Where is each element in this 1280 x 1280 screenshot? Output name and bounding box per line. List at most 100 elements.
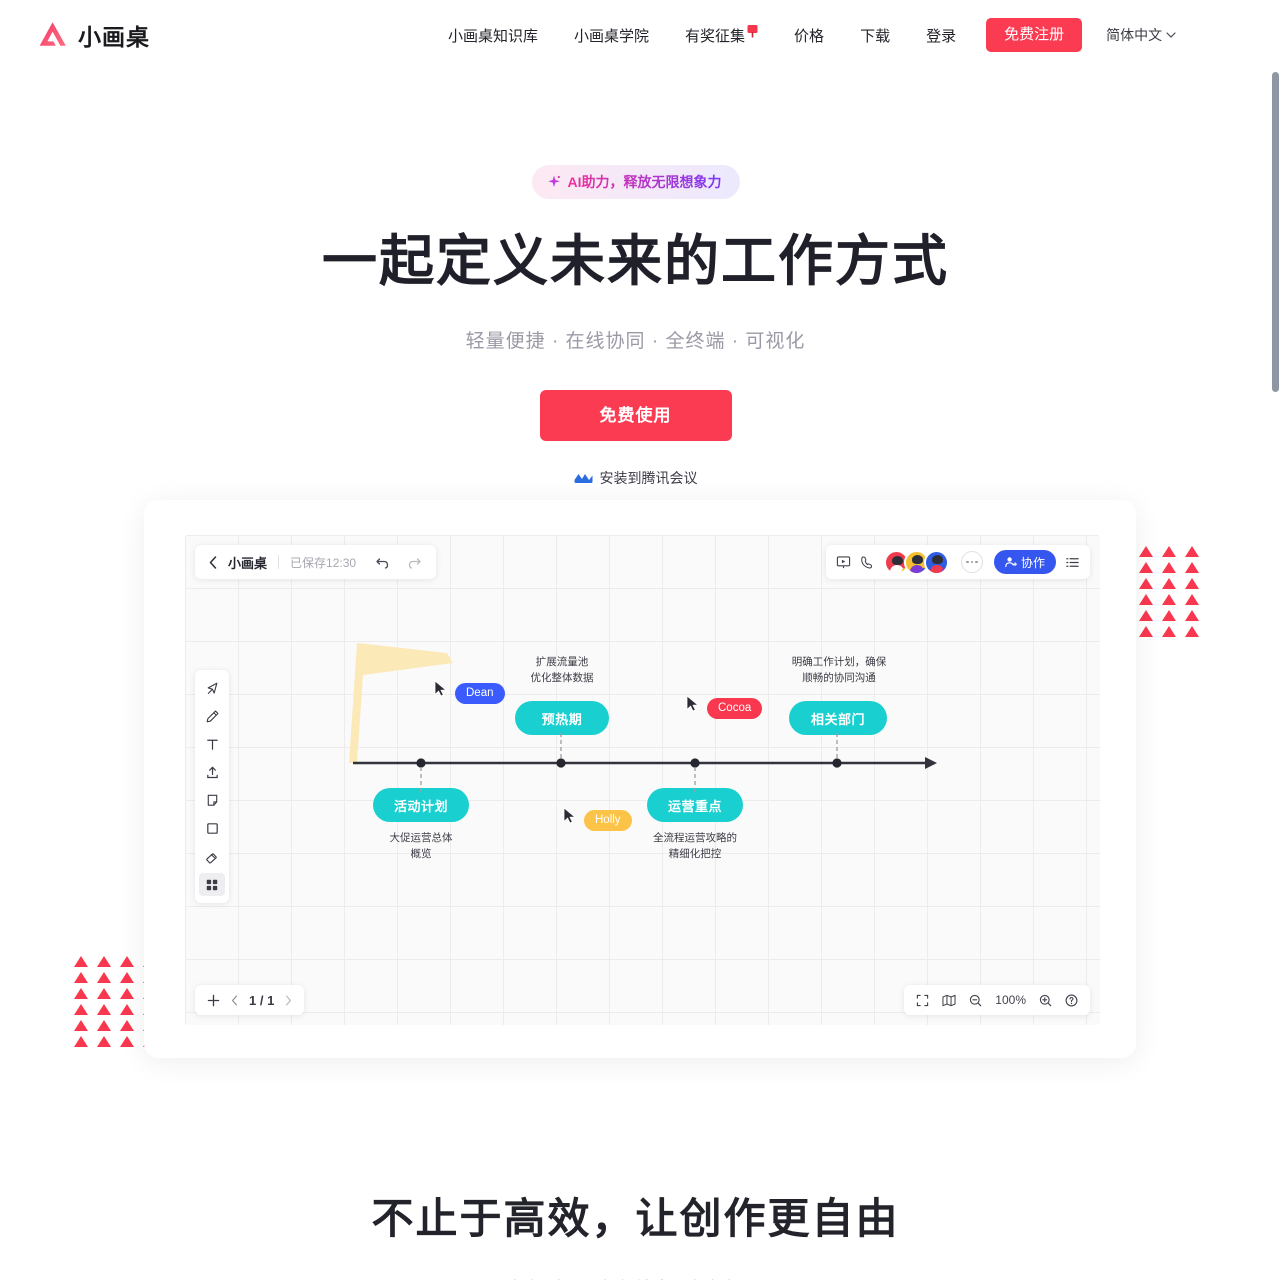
scrollbar-thumb[interactable] [1272, 72, 1279, 392]
milestone-pill[interactable]: 相关部门 [789, 701, 887, 735]
cursor-arrow-icon [207, 682, 217, 694]
collaborate-button[interactable]: 协作 [993, 550, 1056, 574]
register-button[interactable]: 免费注册 [986, 18, 1083, 52]
scrollbar-track[interactable] [1271, 0, 1280, 1280]
canvas-grid [185, 535, 1100, 1025]
ai-badge[interactable]: AI助力，释放无限想象力 [531, 165, 740, 199]
whiteboard-toolbar [195, 670, 229, 903]
cursor-arrow-icon [434, 680, 447, 697]
nav-item-label: 下载 [860, 27, 891, 45]
chevron-left-icon[interactable] [231, 995, 238, 1006]
whiteboard-preview-card: 活动计划 预热期 运营重点 相关部门 大促运营总体 概览 扩展流量池 优化整体数… [144, 500, 1136, 1058]
nav-item-label: 有奖征集 [685, 27, 746, 45]
present-screen-icon[interactable] [836, 555, 851, 570]
whiteboard-topbar: 小画桌 已保存12:30 [195, 545, 437, 579]
tencent-meeting-label: 安装到腾讯会议 [599, 469, 698, 486]
nav-item-login[interactable]: 登录 [908, 25, 974, 46]
eraser-tool[interactable] [199, 845, 225, 868]
templates-tool[interactable] [199, 873, 225, 896]
tencent-meeting-icon [574, 474, 592, 484]
nav-item-label: 小画桌知识库 [448, 27, 539, 45]
logo[interactable]: 小画桌 [36, 18, 150, 52]
hero-cta-button[interactable]: 免费使用 [539, 389, 732, 441]
chevron-left-icon[interactable] [209, 555, 217, 569]
text-t-icon [206, 739, 218, 750]
collaborator-cursor-label: Holly [584, 810, 632, 831]
milestone-pill[interactable]: 预热期 [515, 701, 609, 735]
text-tool[interactable] [199, 733, 225, 756]
collaborate-label: 协作 [1020, 555, 1045, 570]
hero-title: 一起定义未来的工作方式 [321, 230, 949, 292]
collaborator-avatars [883, 549, 949, 575]
milestone-note: 全流程运营攻略的 精细化把控 [653, 832, 737, 860]
logo-text: 小画桌 [78, 24, 150, 50]
ai-badge-label: AI助力，释放无限想象力 [567, 174, 722, 190]
tencent-meeting-link[interactable]: 安装到腾讯会议 [574, 468, 698, 488]
grid-apps-icon [206, 879, 218, 890]
sticky-note-tool[interactable] [199, 789, 225, 812]
help-circle-icon[interactable] [1065, 994, 1078, 1007]
nav-item-contest[interactable]: 有奖征集 [667, 24, 776, 46]
sticky-note-icon [207, 794, 217, 806]
main-nav: 小画桌知识库 小画桌学院 有奖征集 价格 下载 登录 免费注册 简体中文 [430, 0, 1176, 70]
language-label: 简体中文 [1106, 27, 1163, 43]
saved-status: 已保存12:30 [290, 555, 357, 570]
hero-subtitle: 轻量便捷 · 在线协同 · 全终端 · 可视化 [465, 330, 806, 352]
chevron-right-icon[interactable] [285, 995, 292, 1006]
milestone-note: 大促运营总体 概览 [389, 832, 453, 860]
page-counter: 1 / 1 [249, 992, 275, 1008]
fullscreen-icon[interactable] [916, 994, 929, 1007]
milestone-pill[interactable]: 活动计划 [373, 788, 469, 822]
timeline-diagram [349, 643, 937, 793]
nav-item-knowledge[interactable]: 小画桌知识库 [430, 25, 556, 46]
nav-item-label: 价格 [794, 27, 825, 45]
decorative-triangles-right [1139, 546, 1208, 642]
whiteboard-file-name[interactable]: 小画桌 [228, 555, 268, 571]
chevron-down-icon [1166, 32, 1176, 38]
hero-section: AI助力，释放无限想象力 一起定义未来的工作方式 轻量便捷 · 在线协同 · 全… [0, 70, 1271, 489]
nav-item-academy[interactable]: 小画桌学院 [556, 25, 667, 46]
avatar[interactable] [923, 549, 949, 575]
triangle-a-logo-icon [39, 22, 66, 46]
divider [278, 555, 280, 569]
sparkle-icon [547, 175, 560, 188]
zoom-level[interactable]: 100% [995, 993, 1026, 1007]
pen-icon [206, 710, 218, 723]
zoom-out-icon[interactable] [969, 994, 982, 1007]
page-navigator: 1 / 1 [195, 985, 305, 1015]
more-dots-icon[interactable] [960, 551, 983, 573]
zoom-in-icon[interactable] [1039, 994, 1052, 1007]
zoom-controls: 100% [904, 985, 1090, 1015]
undo-icon[interactable] [375, 555, 390, 570]
pen-tool[interactable] [199, 705, 225, 728]
avatar[interactable] [903, 549, 929, 575]
site-header: 小画桌 小画桌知识库 小画桌学院 有奖征集 价格 下载 登录 免费注册 简体中文 [0, 0, 1271, 70]
red-flag-badge-icon [747, 24, 758, 37]
map-icon[interactable] [942, 994, 956, 1007]
plus-icon[interactable] [207, 994, 220, 1007]
whiteboard-actions: 协作 [825, 545, 1090, 579]
person-add-icon [1005, 557, 1017, 568]
whiteboard-canvas[interactable]: 活动计划 预热期 运营重点 相关部门 大促运营总体 概览 扩展流量池 优化整体数… [185, 535, 1100, 1025]
collaborator-cursor-label: Cocoa [707, 698, 763, 719]
collaborator-cursor-label: Dean [455, 683, 505, 704]
redo-icon[interactable] [407, 555, 422, 570]
section-creation-freedom: 不止于高效，让创作更自由 任何时间 · 任何地点 · 任何场景 [0, 1185, 1271, 1280]
square-icon [206, 823, 218, 834]
upload-tool[interactable] [199, 761, 225, 784]
nav-item-pricing[interactable]: 价格 [776, 25, 842, 46]
list-menu-icon[interactable] [1065, 555, 1080, 570]
nav-item-download[interactable]: 下载 [842, 25, 908, 46]
milestone-note: 扩展流量池 优化整体数据 [530, 656, 594, 684]
section2-subtitle: 任何时间 · 任何地点 · 任何场景 [0, 1274, 1271, 1280]
nav-item-label: 登录 [926, 27, 957, 45]
upload-icon [206, 766, 218, 779]
cursor-arrow-icon [563, 807, 576, 824]
nav-item-label: 小画桌学院 [574, 27, 650, 45]
shape-tool[interactable] [199, 817, 225, 840]
milestone-pill[interactable]: 运营重点 [647, 788, 743, 822]
milestone-note: 明确工作计划，确保 顺畅的协同沟通 [791, 656, 887, 684]
cursor-tool[interactable] [199, 677, 225, 700]
phone-icon[interactable] [860, 555, 875, 570]
language-selector[interactable]: 简体中文 [1106, 25, 1176, 45]
